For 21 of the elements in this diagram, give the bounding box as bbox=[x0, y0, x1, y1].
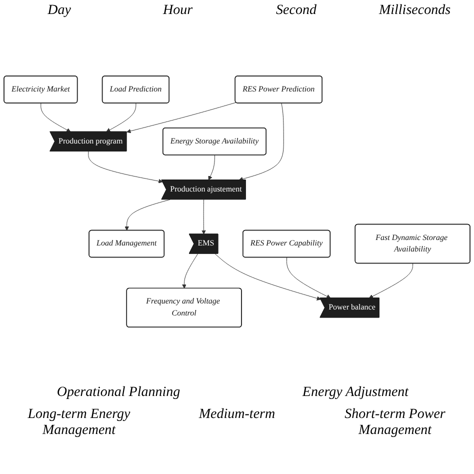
scale-label: Long-term Energy Management bbox=[26, 407, 132, 439]
arrow bbox=[286, 258, 331, 299]
arrow bbox=[214, 254, 322, 301]
arrow bbox=[106, 103, 136, 133]
scale-label: Short-term Power Management bbox=[344, 407, 446, 439]
arrow bbox=[202, 200, 206, 235]
scale-label: Milliseconds bbox=[378, 3, 452, 19]
arrow bbox=[368, 264, 414, 299]
scale-label: Day bbox=[46, 3, 72, 19]
arrow bbox=[238, 103, 284, 182]
arrow bbox=[124, 200, 170, 232]
arrow bbox=[126, 102, 236, 134]
scale-label: Medium-term bbox=[198, 407, 276, 424]
arrow bbox=[182, 254, 198, 290]
scale-label: Second bbox=[275, 3, 318, 19]
arrow bbox=[40, 103, 71, 133]
scale-label: Hour bbox=[162, 3, 194, 19]
scale-label: Energy Adjustment bbox=[301, 385, 410, 401]
scale-label: Operational Planning bbox=[56, 385, 182, 401]
arrow bbox=[88, 152, 163, 184]
arrow bbox=[208, 155, 215, 181]
